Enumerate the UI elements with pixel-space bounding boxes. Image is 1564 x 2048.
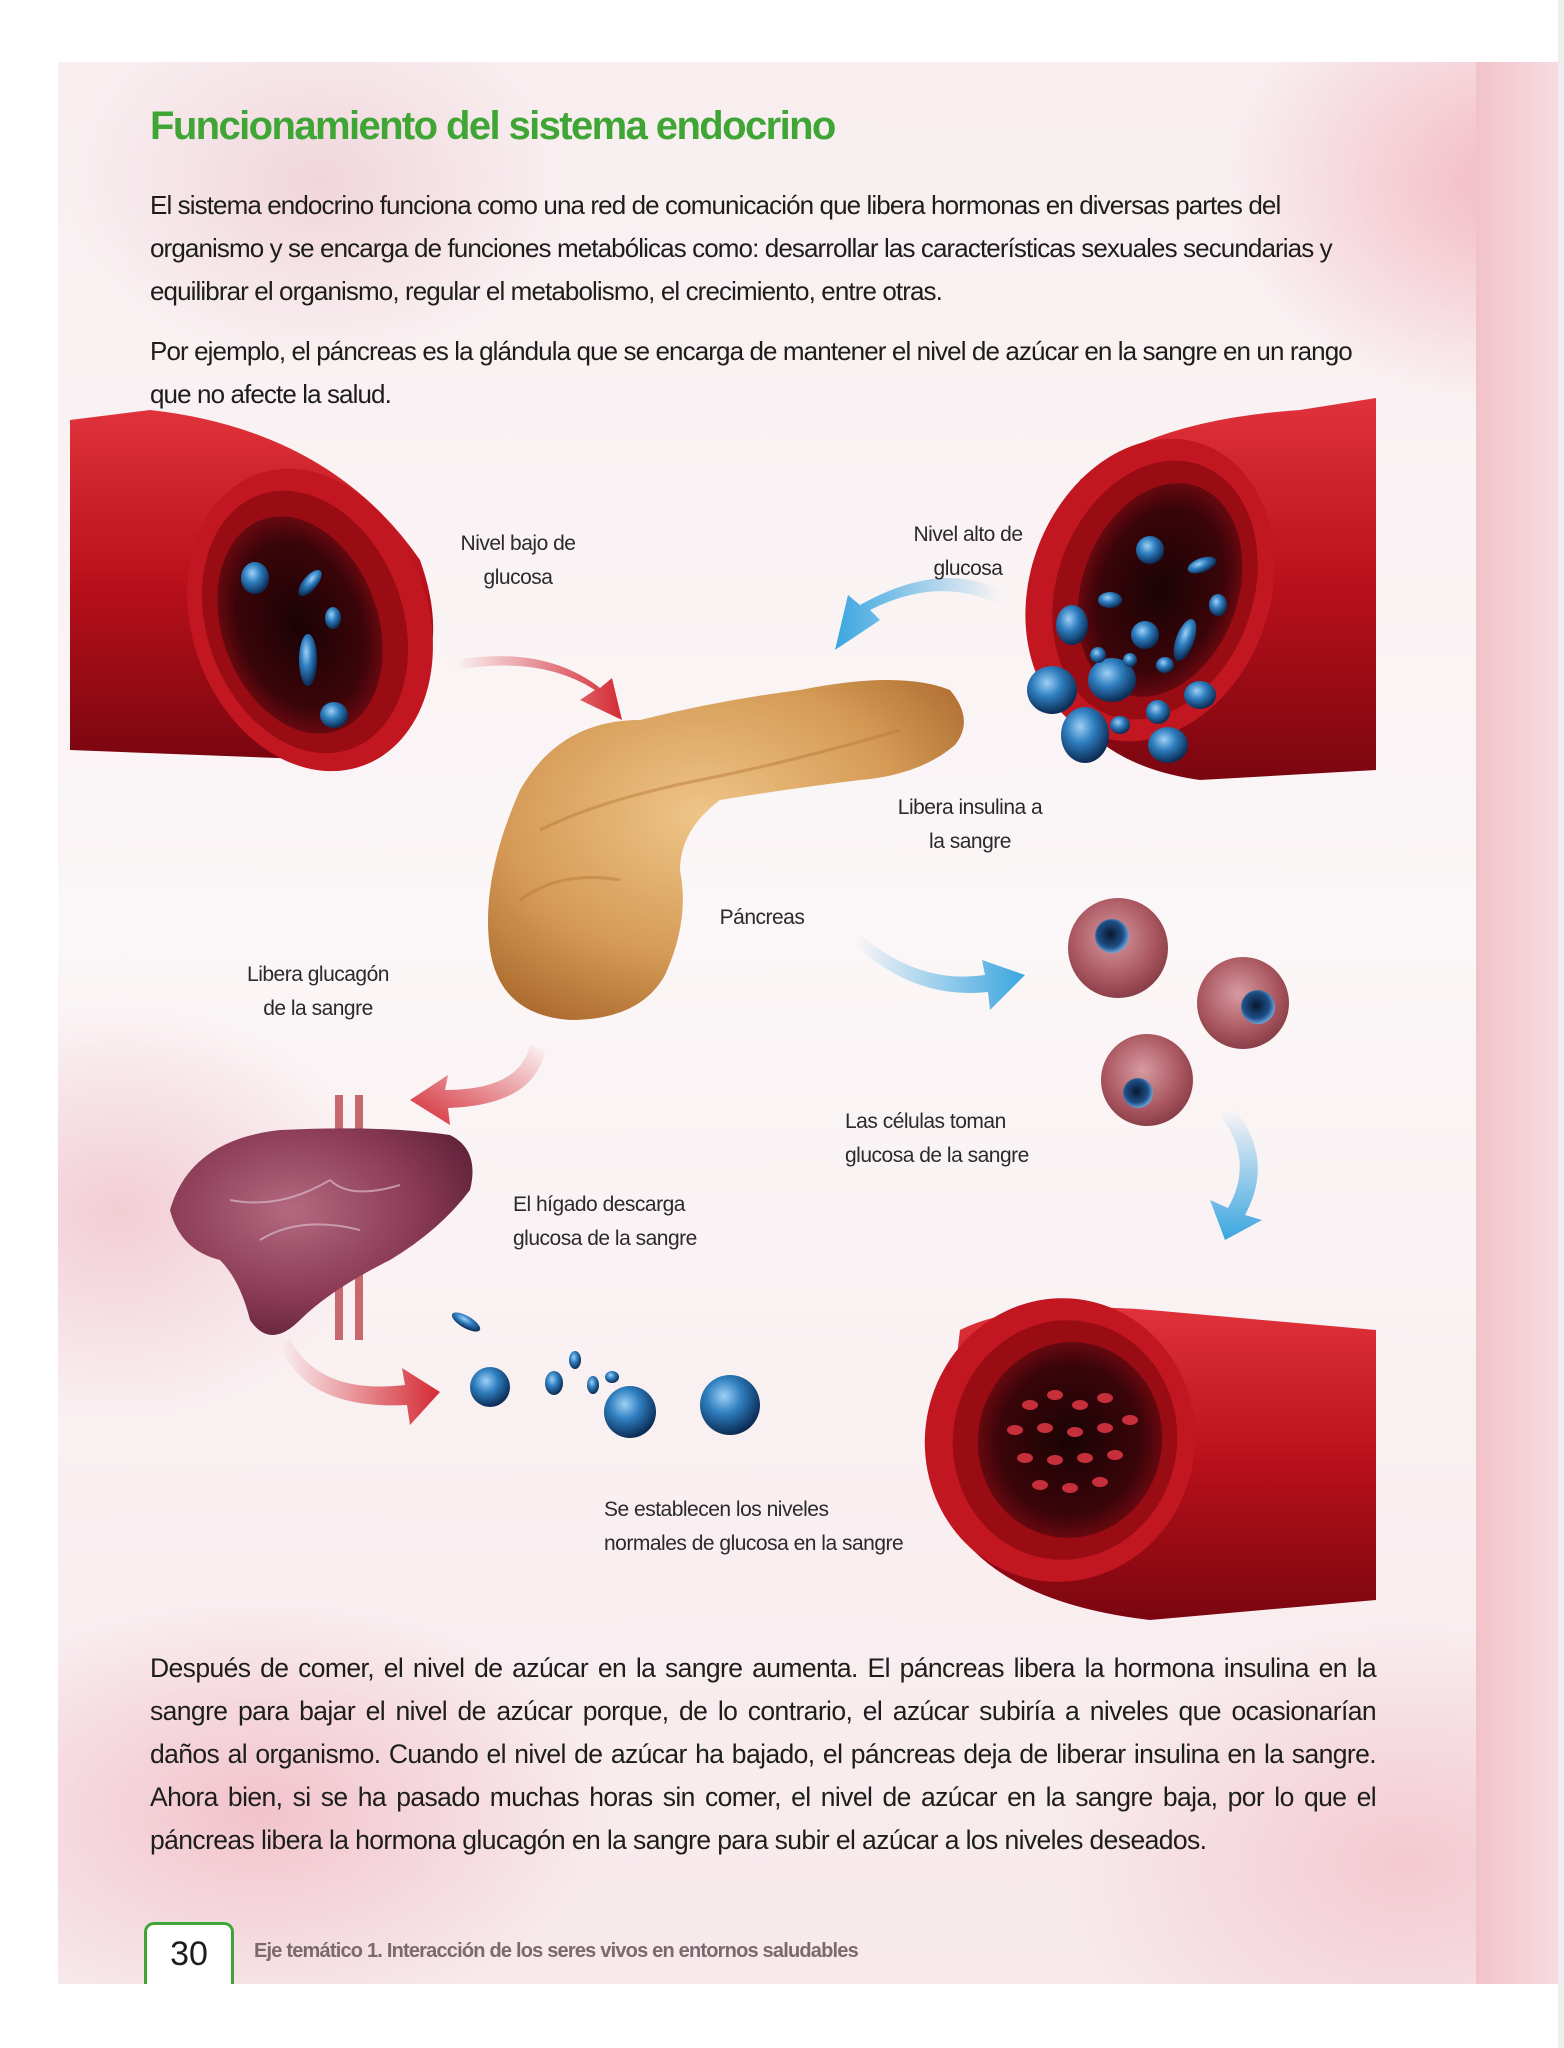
intro-paragraph-1: El sistema endocrino funciona como una r… xyxy=(150,190,1333,306)
label-high-glucose: Nivel alto de glucosa xyxy=(880,518,1056,586)
label-high-glucose-line1: Nivel alto de xyxy=(913,523,1023,546)
label-cells-line2: glucosa de la sangre xyxy=(845,1144,1029,1167)
label-low-glucose-line1: Nivel bajo de xyxy=(460,532,576,555)
pancreas-illustration xyxy=(488,680,964,1020)
glucose-molecules-released xyxy=(451,1312,760,1438)
body-paragraph: Después de comer, el nivel de azúcar en … xyxy=(150,1653,1377,1855)
label-glucagon-line1: Libera glucagón xyxy=(247,963,389,986)
label-normal-levels-line2: normales de glucosa en la sangre xyxy=(604,1532,904,1555)
label-insulin-line2: la sangre xyxy=(929,830,1011,853)
intro-paragraph-2: Por ejemplo, el páncreas es la glándula … xyxy=(150,336,1353,409)
glucose-molecules-high xyxy=(1027,536,1227,763)
label-liver-line1: El hígado descarga xyxy=(513,1193,685,1216)
liver-illustration xyxy=(170,1095,473,1340)
label-normal-levels-line1: Se establecen los niveles xyxy=(604,1498,829,1521)
red-blood-cells xyxy=(1007,1390,1138,1493)
arrow-liver-to-blood xyxy=(280,1340,440,1425)
page-right-strip xyxy=(1476,62,1564,1984)
label-low-glucose-line2: glucosa xyxy=(483,566,553,589)
label-glucagon: Libera glucagón de la sangre xyxy=(226,958,410,1026)
page-title: Funcionamiento del sistema endocrino xyxy=(150,104,836,148)
label-glucagon-line2: de la sangre xyxy=(263,997,373,1020)
label-insulin-line1: Libera insulina a xyxy=(897,796,1043,819)
label-normal-levels: Se establecen los niveles normales de gl… xyxy=(604,1493,934,1561)
body-cells xyxy=(1068,898,1289,1126)
arrow-cells-to-vessel xyxy=(1210,1110,1262,1240)
page-edge xyxy=(1558,0,1564,2048)
label-high-glucose-line2: glucosa xyxy=(933,557,1003,580)
label-cells: Las células toman glucosa de la sangre xyxy=(845,1105,1075,1173)
label-low-glucose: Nivel bajo de glucosa xyxy=(430,527,606,595)
label-liver-line2: glucosa de la sangre xyxy=(513,1227,697,1250)
label-cells-line1: Las células toman xyxy=(845,1110,1006,1133)
label-liver: El hígado descarga glucosa de la sangre xyxy=(513,1188,743,1256)
arrow-high-to-pancreas xyxy=(835,578,1000,650)
arrow-glucagon-to-liver xyxy=(410,1045,545,1125)
glucose-molecules-low xyxy=(241,562,348,728)
blood-vessel-top-left xyxy=(70,410,434,772)
page-number: 30 xyxy=(144,1922,234,1984)
label-pancreas: Páncreas xyxy=(719,906,805,929)
arrow-low-to-pancreas xyxy=(455,656,622,720)
blood-vessel-top-right xyxy=(1025,398,1376,780)
label-insulin: Libera insulina a la sangre xyxy=(870,791,1070,859)
page-background xyxy=(58,62,1564,1984)
blood-vessel-bottom-right xyxy=(924,1298,1376,1620)
footer-section-title: Eje temático 1. Interacción de los seres… xyxy=(254,1940,859,1962)
arrow-insulin-to-cells xyxy=(855,935,1025,1010)
